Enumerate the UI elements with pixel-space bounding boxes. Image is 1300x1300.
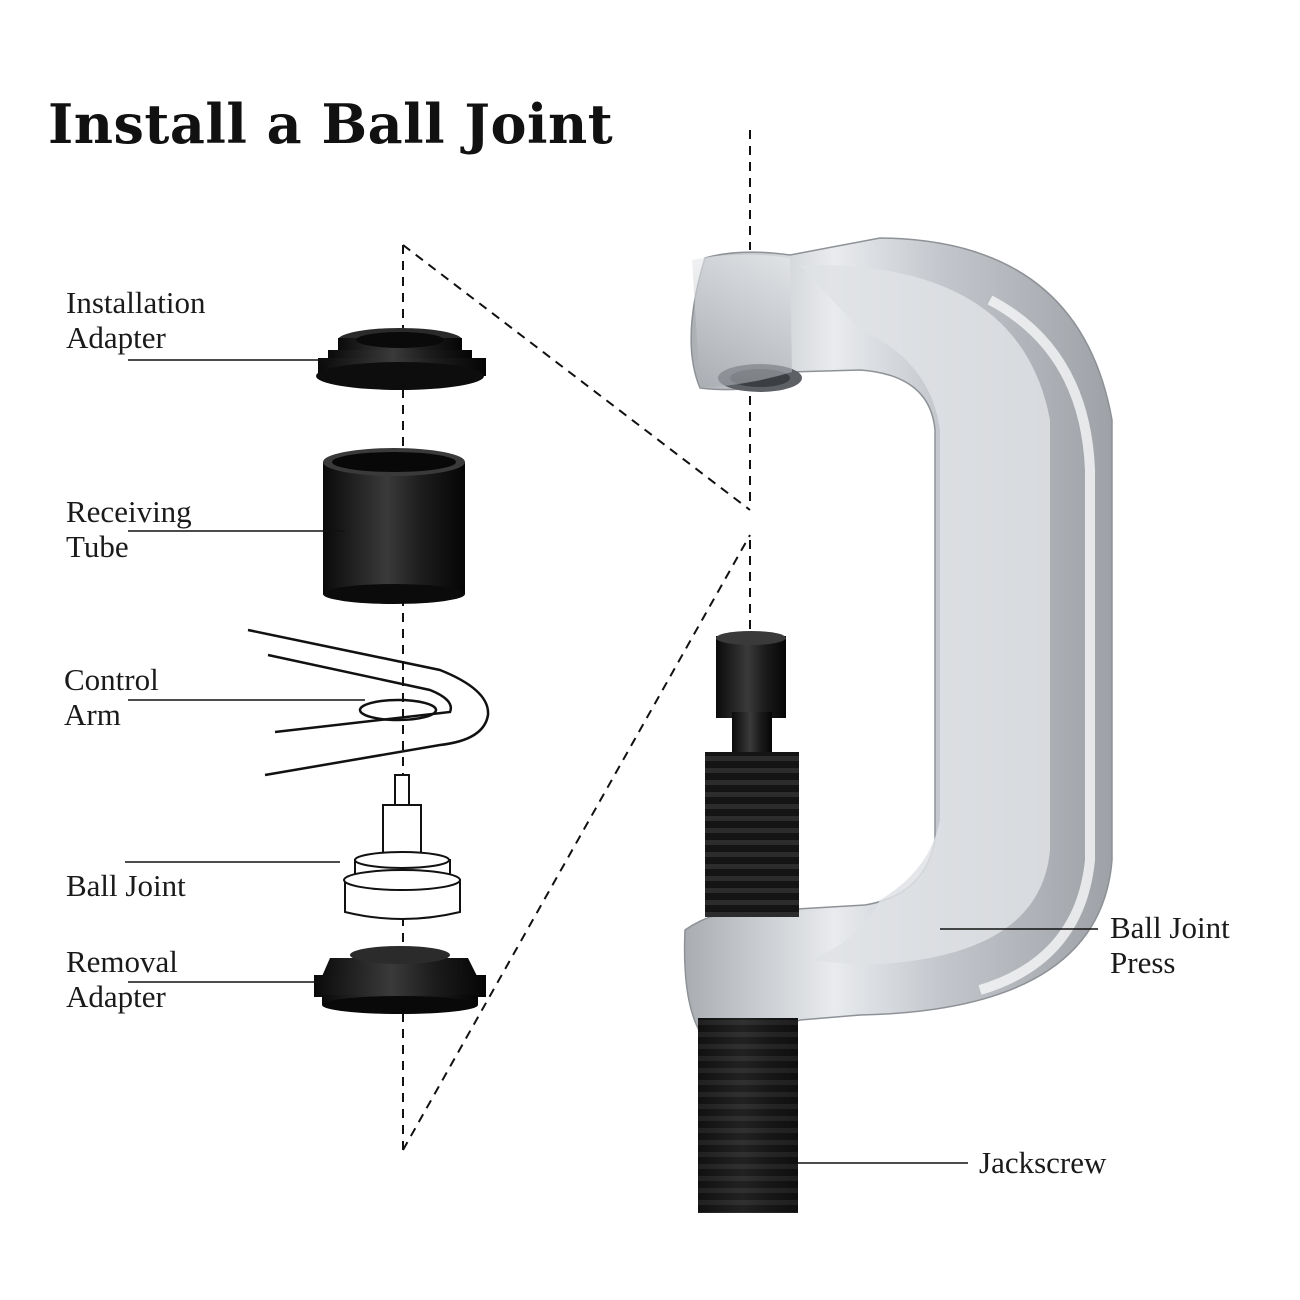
label-jackscrew: Jackscrew — [979, 1145, 1106, 1180]
label-control-arm: Control Arm — [64, 662, 159, 732]
leader-lines — [125, 359, 1098, 1164]
label-line: Control — [64, 662, 159, 697]
page-title: Install a Ball Joint — [48, 92, 614, 156]
label-line: Jackscrew — [979, 1145, 1107, 1180]
label-line: Press — [1110, 945, 1176, 980]
label-line: Ball Joint — [66, 868, 186, 903]
label-line: Receiving — [66, 494, 192, 529]
label-line: Ball Joint — [1110, 910, 1230, 945]
receiving-tube-part — [323, 448, 465, 604]
label-line: Tube — [66, 529, 129, 564]
zoom-line-lower — [402, 534, 751, 1151]
label-line: Installation — [66, 285, 206, 320]
installation-adapter-part — [316, 328, 486, 390]
label-ball-joint: Ball Joint — [66, 868, 186, 903]
ball-joint-part — [343, 774, 461, 920]
label-line: Arm — [64, 697, 121, 732]
press-frame — [683, 237, 1113, 1035]
label-ball-joint-press: Ball Joint Press — [1110, 910, 1230, 980]
label-line: Removal — [66, 944, 178, 979]
jackscrew-part — [698, 631, 799, 1213]
label-line: Adapter — [66, 979, 166, 1014]
label-receiving-tube: Receiving Tube — [66, 494, 192, 564]
removal-adapter-part — [314, 946, 486, 1014]
label-line: Adapter — [66, 320, 166, 355]
zoom-line-upper — [402, 244, 751, 511]
label-installation-adapter: Installation Adapter — [66, 285, 205, 355]
control-arm-part — [247, 628, 490, 777]
label-removal-adapter: Removal Adapter — [66, 944, 178, 1014]
